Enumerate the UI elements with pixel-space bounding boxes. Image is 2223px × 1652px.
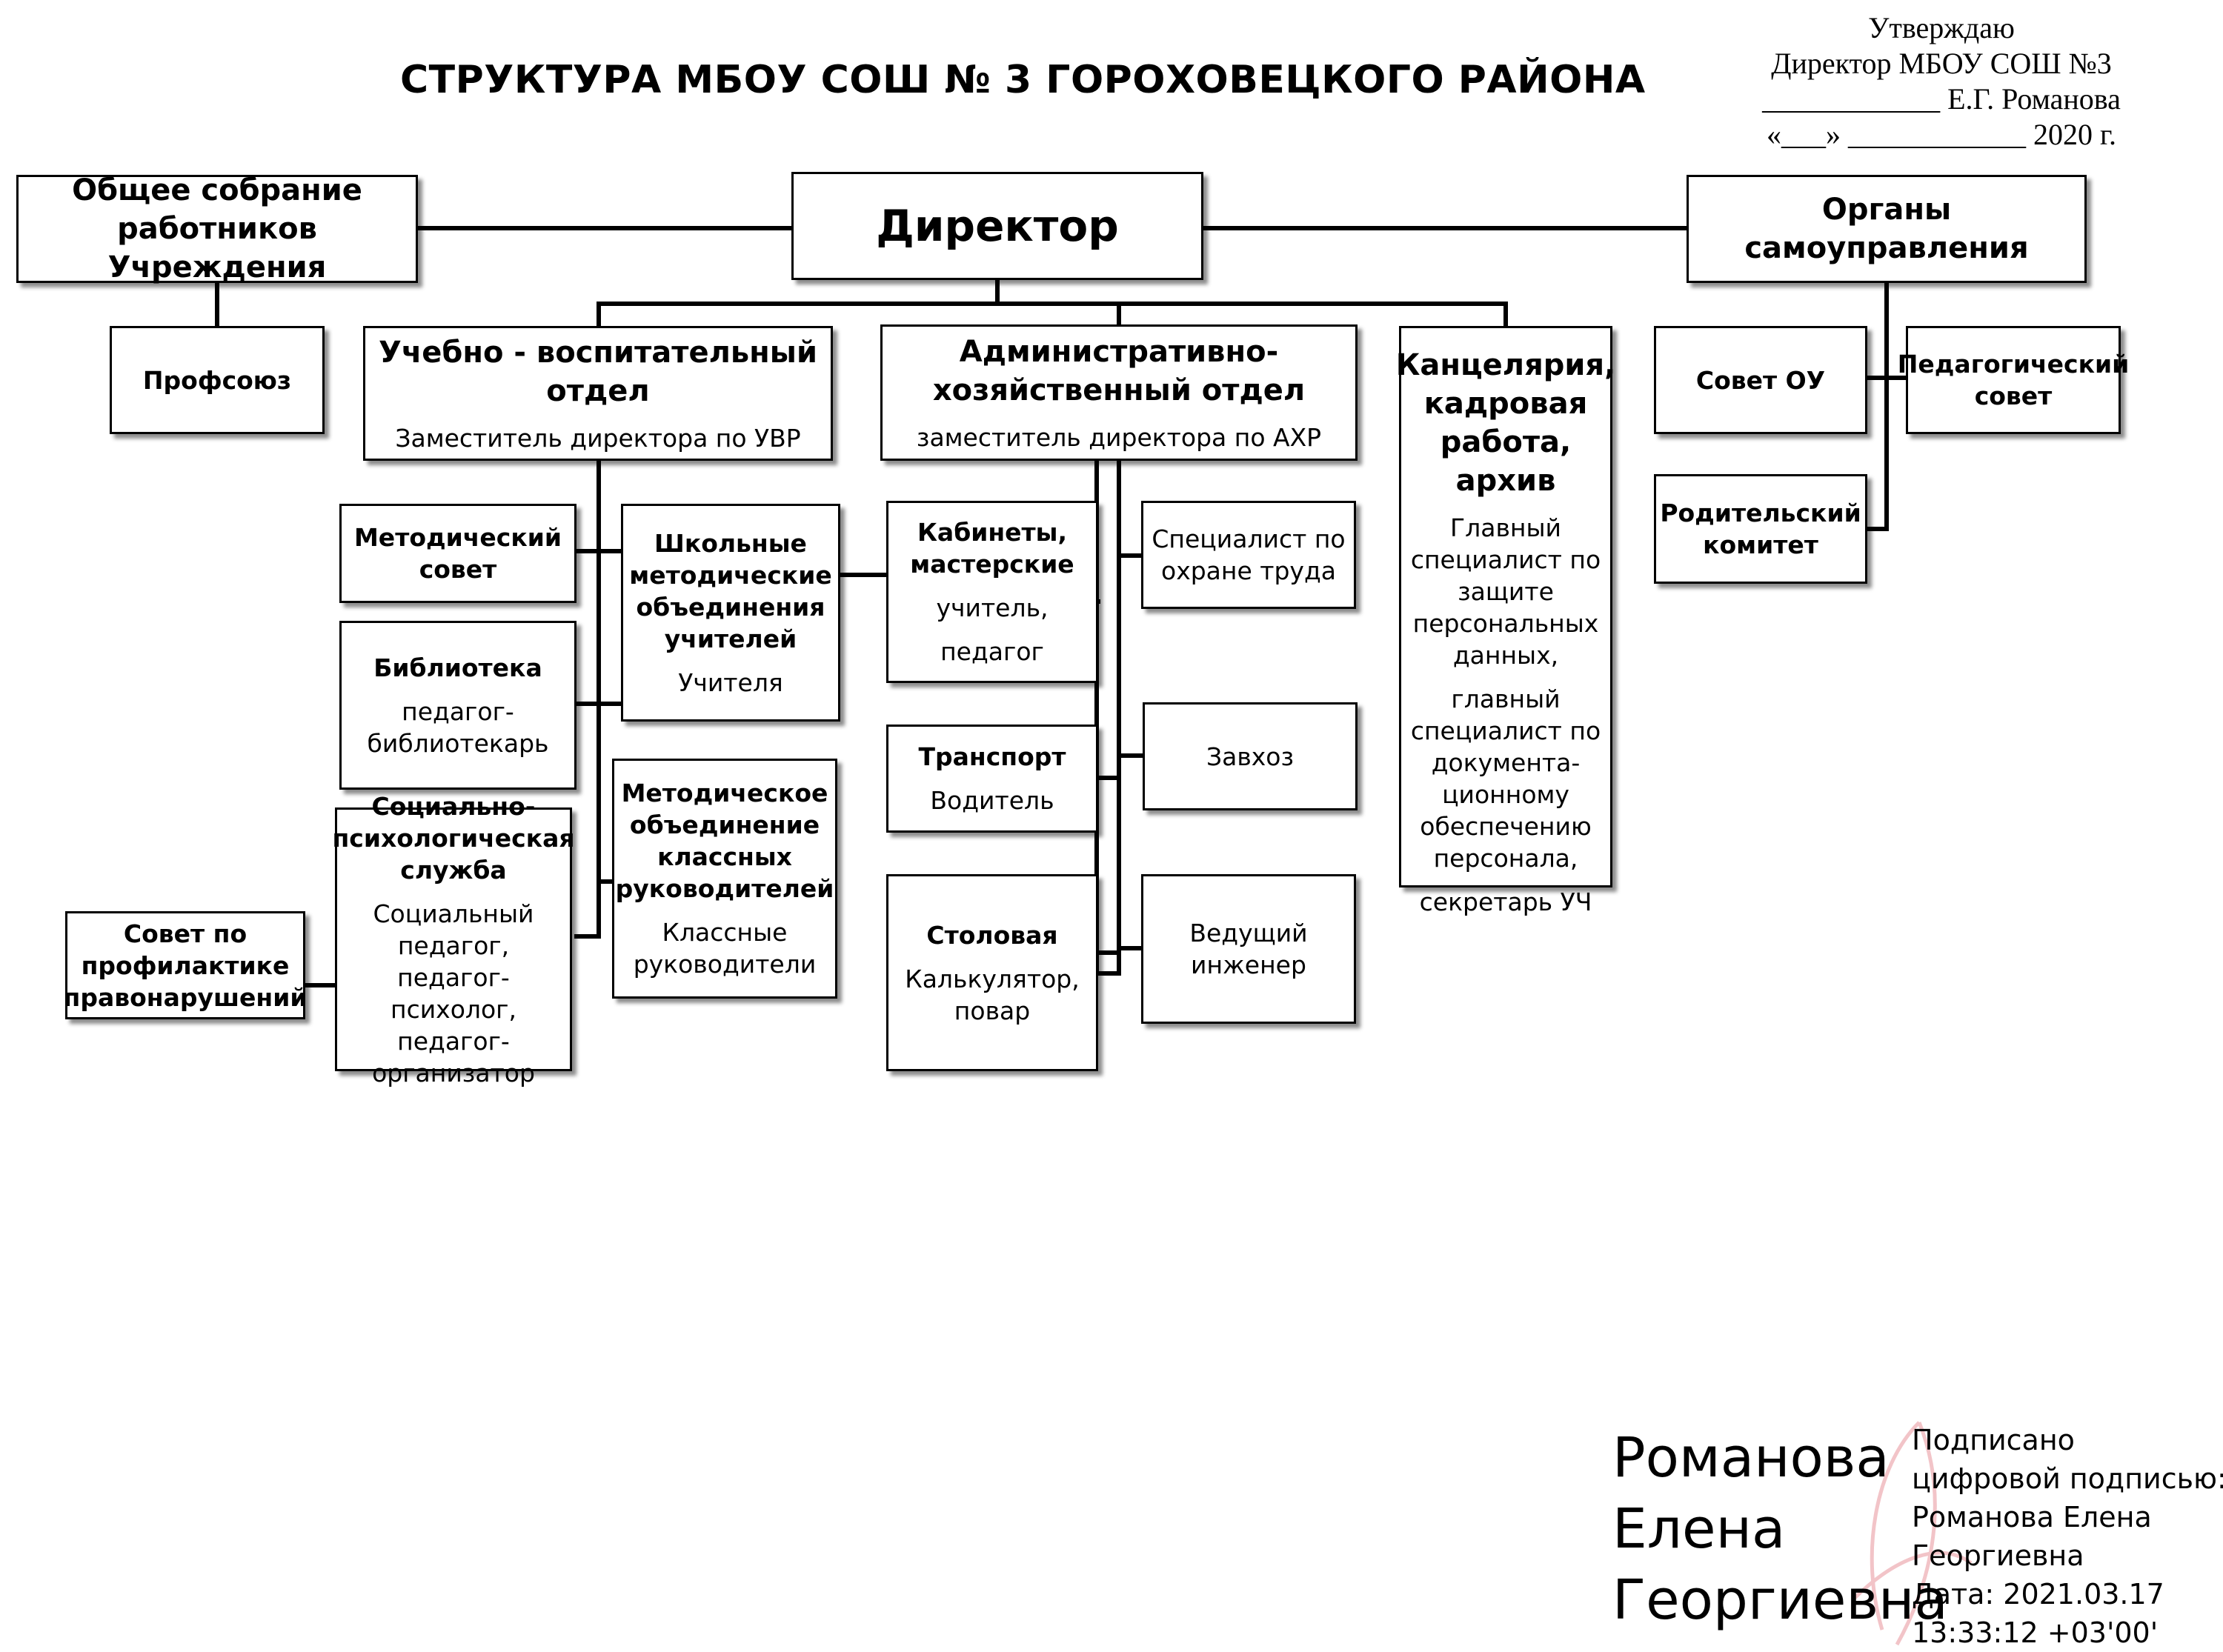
canteen-title: Столовая: [926, 920, 1058, 950]
signature-name-line-3: Георгиевна: [1612, 1568, 1948, 1632]
transport-title: Транспорт: [918, 742, 1066, 771]
transport-box: Транспорт Водитель: [886, 725, 1098, 833]
general-meeting-label: Общее собрание работников Учреждения: [72, 173, 362, 284]
signature-details: Подписано цифровой подписью: Романова Ел…: [1912, 1421, 2223, 1652]
approval-block: Утверждаю Директор МБОУ СОШ №3 _________…: [1727, 10, 2156, 153]
chancellery-role-2: главный специалист по документа-ционному…: [1410, 685, 1601, 873]
method-council-label: Методический совет: [353, 523, 562, 584]
signature-detail-2: цифровой подписью:: [1912, 1462, 2223, 1495]
council-ou-label: Совет ОУ: [1695, 365, 1826, 395]
ped-council-box: Педагогический совет: [1898, 326, 2129, 434]
library-title: Библиотека: [373, 653, 542, 682]
approval-line-2: Директор МБОУ СОШ №3: [1771, 47, 2112, 80]
ped-council-label: Педагогический совет: [1897, 350, 2130, 410]
chancellery-box: Канцелярия, кадровая работа, архив Главн…: [1396, 326, 1615, 916]
labor-safety-label: Специалист по охране труда: [1152, 524, 1346, 585]
class-mo-staff: Классные руководители: [633, 918, 817, 979]
director-label: Директор: [876, 200, 1119, 251]
self-government-label: Органы самоуправления: [1744, 193, 2029, 265]
signature-detail-6: 13:33:12 +03'00': [1912, 1616, 2159, 1649]
lead-engineer-label: Ведущий инженер: [1189, 919, 1308, 979]
school-mo-box: Школьные методические объединения учител…: [621, 504, 840, 722]
signature-detail-5: Дата: 2021.03.17: [1912, 1578, 2164, 1611]
library-box: Библиотека педагог-библиотекарь: [339, 621, 576, 790]
uvr-department-head: Заместитель директора по УВР: [395, 423, 801, 453]
library-staff: педагог-библиотекарь: [367, 696, 549, 758]
signature-detail-4: Георгиевна: [1912, 1539, 2084, 1572]
lead-engineer-box: Ведущий инженер: [1141, 874, 1356, 1024]
cabinets-staff-2: педагог: [940, 637, 1044, 666]
cabinets-box: Кабинеты, мастерские учитель, педагог: [886, 501, 1098, 683]
labor-safety-box: Специалист по охране труда: [1141, 501, 1356, 609]
class-mo-title: Методическое объединение классных руково…: [615, 779, 834, 903]
method-council-box: Методический совет: [339, 504, 576, 603]
transport-staff: Водитель: [930, 786, 1054, 815]
trade-union-label: Профсоюз: [142, 365, 292, 395]
chancellery-title: Канцелярия, кадровая работа, архив: [1395, 348, 1616, 498]
cabinets-staff-1: учитель,: [936, 593, 1049, 622]
aho-department-title: Административно-хозяйственный отдел: [932, 334, 1306, 407]
zavhoz-label: Завхоз: [1206, 742, 1295, 771]
self-government-box: Органы самоуправления: [1687, 175, 2087, 283]
school-mo-staff: Учителя: [678, 667, 783, 697]
uvr-department-title: Учебно - воспитательный отдел: [378, 335, 817, 408]
approval-line-4: «___» ____________ 2020 г.: [1767, 118, 2116, 151]
council-ou-box: Совет ОУ: [1654, 326, 1867, 434]
trade-union-box: Профсоюз: [110, 326, 325, 434]
social-service-staff: Социальный педагог, педагог-психолог, пе…: [372, 899, 535, 1088]
signature-name-line-1: Романова: [1612, 1426, 1890, 1490]
page-title: СТРУКТУРА МБОУ СОШ № 3 ГОРОХОВЕЦКОГО РАЙ…: [400, 58, 1646, 102]
approval-line-3: ____________ Е.Г. Романова: [1762, 82, 2121, 116]
parent-committee-label: Родительский комитет: [1660, 499, 1861, 559]
signature-detail-1: Подписано: [1912, 1424, 2075, 1456]
aho-department-box: Административно-хозяйственный отдел заме…: [880, 324, 1358, 461]
general-meeting-box: Общее собрание работников Учреждения: [16, 173, 418, 284]
social-service-box: Социально-психологическая служба Социаль…: [332, 792, 574, 1088]
canteen-box: Столовая Калькулятор, повар: [886, 874, 1098, 1071]
signature-detail-3: Романова Елена: [1912, 1501, 2152, 1533]
prevention-council-label: Совет по профилактике правонарушений: [63, 919, 308, 1012]
signature-name: Романова Елена Георгиевна: [1612, 1422, 1948, 1636]
signature-name-line-2: Елена: [1612, 1497, 1786, 1561]
class-mo-box: Методическое объединение классных руково…: [612, 759, 837, 999]
uvr-department-box: Учебно - воспитательный отдел Заместител…: [363, 326, 833, 461]
school-mo-title: Школьные методические объединения учител…: [629, 528, 832, 653]
cabinets-title: Кабинеты, мастерские: [910, 518, 1074, 579]
director-box: Директор: [791, 172, 1203, 280]
social-service-title: Социально-психологическая служба: [332, 791, 575, 885]
signature-mark: [1851, 1421, 1973, 1646]
chancellery-role-3: секретарь УЧ: [1419, 887, 1592, 916]
canteen-staff: Калькулятор, повар: [905, 964, 1080, 1025]
zavhoz-box: Завхоз: [1143, 702, 1358, 810]
approval-line-1: Утверждаю: [1868, 11, 2015, 44]
aho-department-head: заместитель директора по АХР: [916, 422, 1322, 452]
chancellery-role-1: Главный специалист по защите персональны…: [1410, 513, 1601, 670]
parent-committee-box: Родительский комитет: [1654, 474, 1867, 584]
prevention-council-box: Совет по профилактике правонарушений: [63, 911, 308, 1019]
